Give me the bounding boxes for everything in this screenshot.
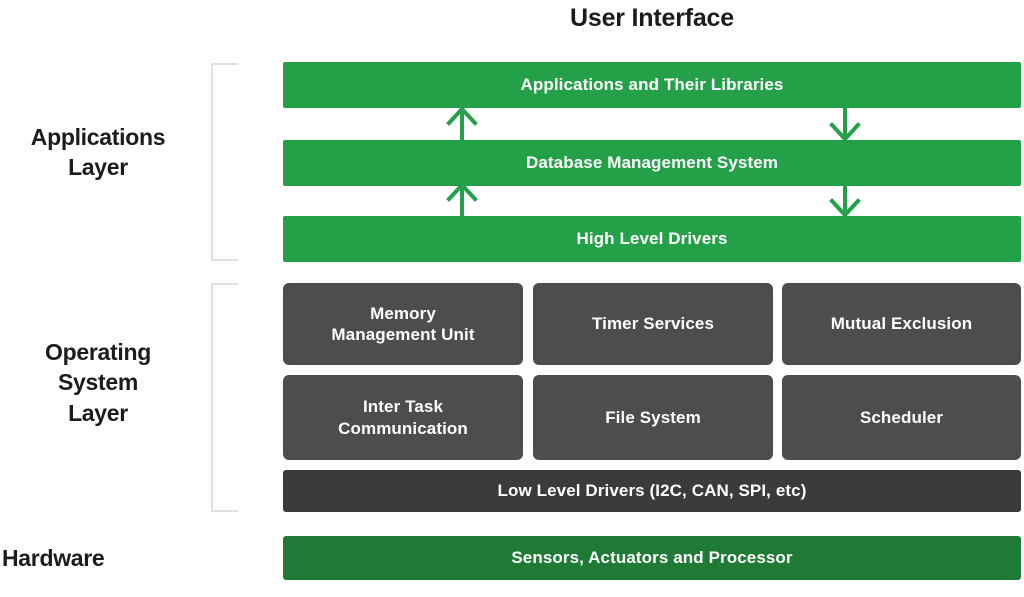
layer-label-hardware: Hardware: [2, 545, 105, 571]
layer-label-applications: Applications Layer: [0, 122, 196, 183]
box-low-level-drivers-label: Low Level Drivers (I2C, CAN, SPI, etc): [497, 481, 807, 501]
layer-label-applications-line1: Applications: [30, 124, 166, 150]
page-title: User Interface: [570, 4, 734, 32]
box-file-system[interactable]: File System: [533, 375, 773, 460]
box-scheduler[interactable]: Scheduler: [782, 375, 1021, 460]
arrow-down-icon: [829, 106, 861, 142]
box-memory-management-unit-line1: Memory: [370, 303, 436, 323]
box-memory-management-unit[interactable]: Memory Management Unit: [283, 283, 523, 365]
box-inter-task-communication-line1: Inter Task: [362, 397, 444, 417]
box-scheduler-label: Scheduler: [859, 407, 944, 427]
box-database-management-system-label: Database Management System: [525, 153, 779, 173]
box-memory-management-unit-line2: Management Unit: [331, 325, 475, 344]
layer-label-os-line1: Operating: [45, 339, 151, 365]
arrow-up-icon: [446, 106, 478, 142]
box-sensors-actuators-processor-label: Sensors, Actuators and Processor: [511, 548, 793, 568]
layer-label-os-line2: System: [57, 369, 139, 396]
box-high-level-drivers-label: High Level Drivers: [576, 229, 728, 249]
bracket-operating-system-layer: [211, 283, 238, 512]
box-file-system-label: File System: [605, 407, 701, 427]
box-applications-and-libraries-label: Applications and Their Libraries: [520, 75, 784, 95]
box-applications-and-libraries[interactable]: Applications and Their Libraries: [283, 62, 1021, 108]
box-inter-task-communication-line2: Communication: [338, 418, 468, 438]
box-memory-management-unit-label: Memory Management Unit: [323, 303, 482, 346]
layer-label-os-line3: Layer: [68, 399, 128, 426]
box-sensors-actuators-processor[interactable]: Sensors, Actuators and Processor: [283, 536, 1021, 580]
box-mutual-exclusion[interactable]: Mutual Exclusion: [782, 283, 1021, 365]
box-timer-services[interactable]: Timer Services: [533, 283, 773, 365]
box-high-level-drivers[interactable]: High Level Drivers: [283, 216, 1021, 262]
box-inter-task-communication[interactable]: Inter Task Communication: [283, 375, 523, 460]
layer-label-operating-system: Operating System Layer: [0, 337, 196, 428]
box-timer-services-label: Timer Services: [591, 314, 715, 334]
box-inter-task-communication-label: Inter Task Communication: [330, 396, 476, 439]
bracket-applications-layer: [211, 63, 238, 261]
box-database-management-system[interactable]: Database Management System: [283, 140, 1021, 186]
box-low-level-drivers[interactable]: Low Level Drivers (I2C, CAN, SPI, etc): [283, 470, 1021, 512]
arrow-up-icon: [446, 182, 478, 218]
layer-label-applications-line2: Layer: [68, 154, 128, 181]
arrow-down-icon: [829, 182, 861, 218]
box-mutual-exclusion-label: Mutual Exclusion: [830, 314, 973, 334]
